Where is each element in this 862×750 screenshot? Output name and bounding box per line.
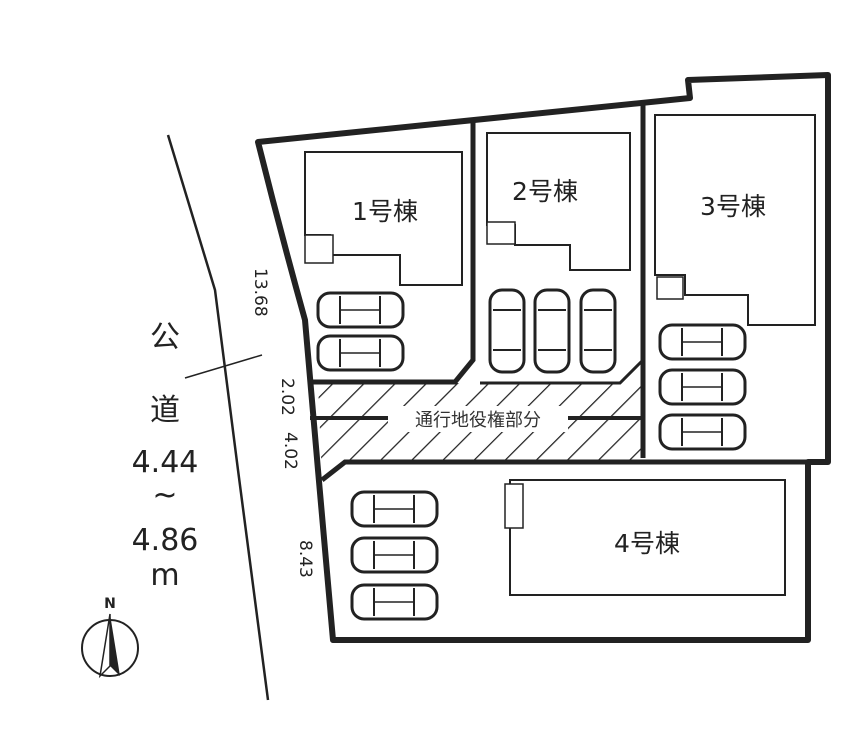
dimension-13-68: 13.68: [250, 268, 270, 317]
dimension-2-02: 2.02: [277, 378, 297, 416]
parking-car: [658, 368, 747, 406]
road-width-unit: m: [150, 558, 179, 593]
house-2-entrance: [486, 221, 516, 245]
house-3-entrance: [656, 276, 684, 300]
lot-1-label: 1号棟: [352, 197, 418, 226]
lot4-boundary: [320, 459, 828, 482]
parking-car: [579, 288, 617, 374]
road-width-indicator: [184, 354, 263, 379]
road-width-min: 4.44: [132, 445, 199, 480]
lot2-chamfer: [480, 358, 645, 385]
parking-car: [658, 413, 747, 451]
lot-2-label: 2号棟: [512, 177, 578, 206]
parking-car: [350, 536, 439, 574]
easement-label: 通行地役権部分: [415, 410, 541, 431]
parking-car: [350, 490, 439, 528]
house-3-outline: [654, 114, 816, 326]
parking-car: [658, 323, 747, 361]
road-edge-line: [166, 134, 270, 701]
dimension-8-43: 8.43: [295, 540, 315, 578]
north-compass-icon: N: [81, 596, 139, 679]
road-label-char1: 公: [150, 320, 180, 355]
parking-car: [533, 288, 571, 374]
lot-4-label: 4号棟: [614, 529, 680, 558]
lot1-boundary: [308, 120, 476, 385]
dimension-4-02: 4.02: [280, 432, 300, 470]
parking-car: [350, 583, 439, 621]
road-width-max: 4.86: [132, 523, 199, 558]
house-4-entrance: [504, 483, 524, 529]
house-1-entrance: [304, 234, 334, 264]
lot-3-label: 3号棟: [700, 192, 766, 221]
parking-car: [316, 334, 405, 372]
house-4-outline: [509, 479, 786, 596]
road-width-tilde: ~: [152, 478, 177, 513]
road-label-char2: 道: [150, 393, 180, 428]
parking-car: [488, 288, 526, 374]
compass-north-label: N: [104, 596, 116, 612]
parking-car: [316, 291, 405, 329]
